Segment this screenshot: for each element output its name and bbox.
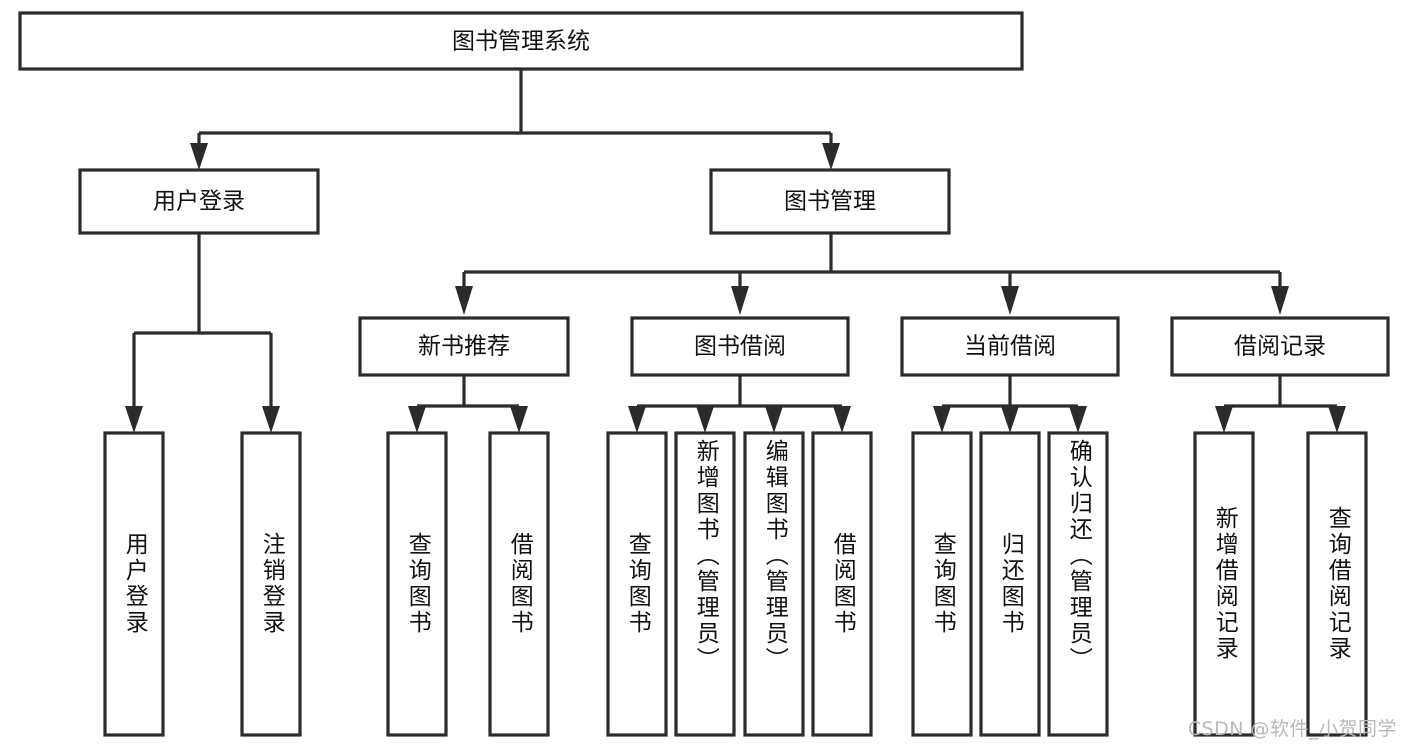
node-new-book-recommend[interactable]: 新书推荐	[358, 316, 570, 377]
connector-book-borrow-bus	[635, 375, 844, 412]
node-book-borrow-label: 图书借阅	[694, 334, 786, 360]
arrowhead-to-new-book-recommend	[455, 286, 473, 315]
arrowhead-leaf-confirm-return	[1069, 406, 1087, 433]
node-new-book-recommend-box[interactable]	[358, 316, 570, 377]
arrowhead-to-current-borrow	[1001, 286, 1019, 315]
node-user-login-label: 用户登录	[153, 189, 245, 215]
node-user-login[interactable]: 用户登录	[78, 168, 320, 235]
arrowhead-to-book-borrow	[731, 286, 749, 315]
arrowhead-leaf-query-record	[1328, 406, 1346, 433]
arrowhead-leaf-edit-book	[765, 406, 783, 433]
node-book-management[interactable]: 图书管理	[709, 168, 951, 235]
node-root-label: 图书管理系统	[452, 29, 590, 55]
node-root-box[interactable]	[18, 11, 1024, 71]
arrowhead-leaf-borrow-book-1	[510, 406, 528, 433]
node-leaf-borrow-book-2-box[interactable]	[811, 431, 873, 737]
arrowhead-leaf-query-book-3	[933, 406, 951, 433]
connector-borrow-record-bus	[1222, 375, 1339, 412]
arrowhead-leaf-logout-login	[262, 406, 280, 433]
node-leaf-borrow-book-1-box[interactable]	[488, 431, 550, 737]
node-book-borrow[interactable]: 图书借阅	[630, 316, 850, 377]
connector-root-to-level2-bus	[197, 69, 833, 148]
node-borrow-record-box[interactable]	[1170, 316, 1390, 377]
arrowhead-leaf-query-book-2	[628, 406, 646, 433]
connector-user-login-bus	[132, 233, 273, 412]
node-current-borrow[interactable]: 当前借阅	[900, 316, 1120, 377]
node-leaf-add-record-box[interactable]	[1193, 431, 1255, 737]
node-book-management-box[interactable]	[709, 168, 951, 235]
node-new-book-recommend-label: 新书推荐	[418, 334, 510, 360]
node-borrow-record-label: 借阅记录	[1234, 334, 1326, 360]
node-leaf-edit-book-box[interactable]	[743, 431, 805, 737]
arrowhead-leaf-add-book	[696, 406, 714, 433]
node-leaf-add-book-box[interactable]	[674, 431, 736, 737]
arrowhead-to-book-management	[822, 143, 840, 170]
connector-book-management-bus	[462, 233, 1282, 290]
arrowhead-leaf-user-login	[125, 406, 143, 433]
node-user-login-box[interactable]	[78, 168, 320, 235]
arrowhead-leaf-query-book-1	[408, 406, 426, 433]
connector-new-book-recommend-bus	[415, 375, 521, 412]
node-leaf-query-book-3-box[interactable]	[911, 431, 973, 737]
arrowhead-to-borrow-record	[1271, 286, 1289, 315]
node-current-borrow-box[interactable]	[900, 316, 1120, 377]
node-borrow-record[interactable]: 借阅记录	[1170, 316, 1390, 377]
arrowhead-leaf-add-record	[1215, 406, 1233, 433]
arrowhead-leaf-return-book	[1001, 406, 1019, 433]
node-leaf-user-login-box[interactable]	[103, 431, 165, 737]
node-leaf-return-book-box[interactable]	[979, 431, 1041, 737]
node-root[interactable]: 图书管理系统	[18, 11, 1024, 71]
node-leaf-query-record-box[interactable]	[1306, 431, 1368, 737]
arrowhead-leaf-borrow-book-2	[833, 406, 851, 433]
node-book-management-label: 图书管理	[784, 189, 876, 215]
arrowhead-to-user-login	[190, 143, 208, 170]
csdn-watermark: CSDN @软件_小贺同学	[1187, 718, 1397, 740]
node-leaf-confirm-return-box[interactable]	[1047, 431, 1109, 737]
connector-layer	[125, 69, 1346, 433]
node-current-borrow-label: 当前借阅	[964, 334, 1056, 360]
node-leaf-query-book-1-box[interactable]	[386, 431, 448, 737]
node-leaf-logout-login-box[interactable]	[240, 431, 302, 737]
node-book-borrow-box[interactable]	[630, 316, 850, 377]
node-leaf-query-book-2-box[interactable]	[606, 431, 668, 737]
